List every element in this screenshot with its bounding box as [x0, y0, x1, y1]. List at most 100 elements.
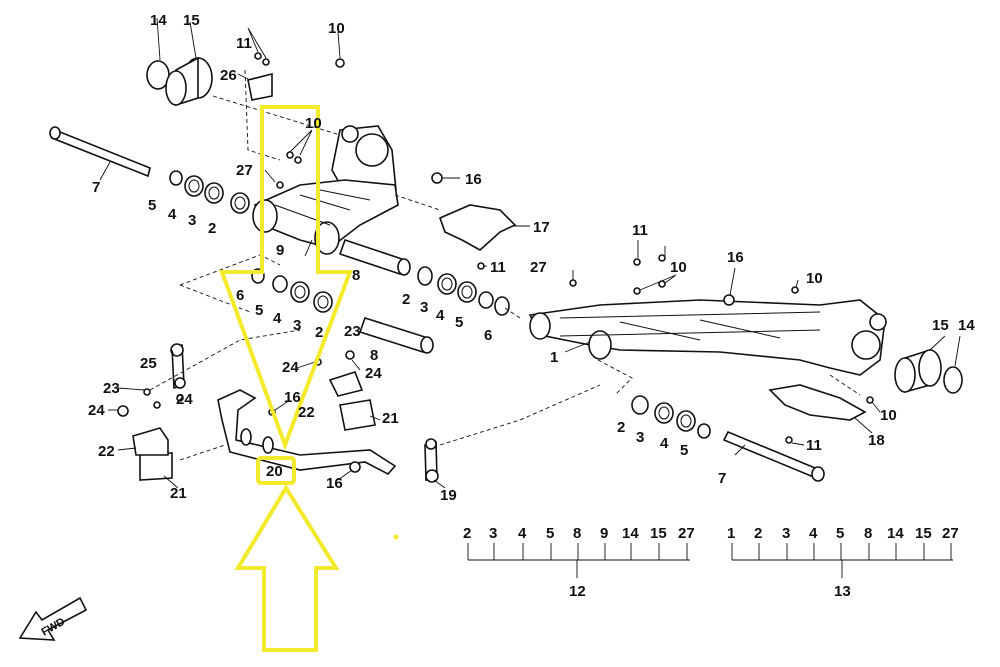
- label-3c: 3: [420, 299, 428, 316]
- label-15: 15: [183, 12, 200, 29]
- yellow-dot: [393, 534, 399, 540]
- label-15b: 15: [932, 317, 949, 334]
- label-10d: 10: [806, 270, 823, 287]
- label-24: 24: [176, 391, 193, 408]
- label-24c: 24: [282, 359, 299, 376]
- label-16d: 16: [326, 475, 343, 492]
- label-7b: 7: [718, 470, 726, 487]
- highlight-arrow-down: [219, 105, 353, 451]
- svg-text:8: 8: [573, 525, 581, 542]
- svg-text:27: 27: [942, 525, 959, 542]
- label-6: 6: [236, 287, 244, 304]
- label-9: 9: [276, 242, 284, 259]
- label-4: 4: [168, 206, 177, 223]
- bushings-8: [338, 238, 434, 354]
- svg-text:14: 14: [887, 525, 904, 542]
- label-10e: 10: [880, 407, 897, 424]
- label-10: 10: [328, 20, 345, 37]
- svg-text:8: 8: [864, 525, 872, 542]
- label-3d: 3: [636, 429, 644, 446]
- label-10c: 10: [670, 259, 687, 276]
- svg-text:5: 5: [836, 525, 844, 542]
- label-5b: 5: [255, 302, 263, 319]
- label-1: 1: [550, 349, 558, 366]
- svg-text:4: 4: [518, 525, 527, 542]
- svg-text:2: 2: [754, 525, 762, 542]
- label-27b: 27: [530, 259, 547, 276]
- label-21b: 21: [382, 410, 399, 427]
- svg-text:2: 2: [463, 525, 471, 542]
- label-4b: 4: [273, 310, 282, 327]
- label-22: 22: [98, 443, 115, 460]
- label-6b: 6: [484, 327, 492, 344]
- svg-text:14: 14: [622, 525, 639, 542]
- svg-text:5: 5: [546, 525, 554, 542]
- label-19: 19: [440, 487, 457, 504]
- svg-text:15: 15: [915, 525, 932, 542]
- callout-labels: 14 15 11 26 10 10 27 7 5 4 3 2 9 16 17 1…: [88, 12, 975, 504]
- label-20: 20: [266, 463, 283, 480]
- fwd-arrow-icon: FWD: [18, 596, 88, 641]
- bushing-stack-mid: [417, 266, 510, 316]
- label-13: 13: [834, 583, 851, 600]
- kit-bracket-12: [467, 543, 690, 578]
- label-11: 11: [236, 35, 252, 52]
- pivot-shaft-left: [49, 126, 151, 178]
- label-23: 23: [344, 323, 361, 340]
- label-11d: 11: [806, 437, 822, 454]
- bushing-stack-right: [631, 395, 711, 439]
- svg-text:1: 1: [727, 525, 735, 542]
- bearing-right: [894, 348, 963, 394]
- label-2: 2: [208, 220, 216, 237]
- label-18: 18: [868, 432, 885, 449]
- label-4d: 4: [660, 435, 669, 452]
- label-5d: 5: [680, 442, 688, 459]
- stabilizer-links: [170, 343, 439, 483]
- label-8: 8: [352, 267, 360, 284]
- bracket-26: [247, 72, 273, 101]
- bearing-top-left: [146, 56, 213, 107]
- label-14b: 14: [958, 317, 975, 334]
- assembly-lines: [149, 69, 861, 461]
- svg-text:15: 15: [650, 525, 667, 542]
- kit-12-items: 2 3 4 5 8 9 14 15 27 12: [463, 525, 695, 600]
- stabilizer-bar-20: [217, 389, 397, 476]
- svg-text:27: 27: [678, 525, 695, 542]
- label-21: 21: [170, 485, 187, 502]
- label-7: 7: [92, 179, 100, 196]
- guard-18: [768, 384, 867, 421]
- label-14: 14: [150, 12, 167, 29]
- label-3b: 3: [293, 317, 301, 334]
- label-16: 16: [465, 171, 482, 188]
- svg-text:3: 3: [489, 525, 497, 542]
- label-24b: 24: [88, 402, 105, 419]
- label-17: 17: [533, 219, 550, 236]
- label-3: 3: [188, 212, 196, 229]
- swing-arm-right: [528, 299, 887, 376]
- label-24d: 24: [365, 365, 382, 382]
- swing-arm-left: [252, 125, 399, 255]
- label-5c: 5: [455, 314, 463, 331]
- label-26: 26: [220, 67, 237, 84]
- leader-lines: [99, 17, 961, 489]
- label-12: 12: [569, 583, 586, 600]
- label-10b: 10: [305, 115, 322, 132]
- svg-text:3: 3: [782, 525, 790, 542]
- label-11b: 11: [490, 259, 506, 276]
- svg-text:4: 4: [809, 525, 818, 542]
- svg-text:9: 9: [600, 525, 608, 542]
- kit-13-items: 1 2 3 4 5 8 14 15 27 13: [727, 525, 959, 600]
- label-16b: 16: [727, 249, 744, 266]
- label-2b: 2: [315, 324, 323, 341]
- label-8b: 8: [370, 347, 378, 364]
- label-22b: 22: [298, 404, 315, 421]
- bolts: [117, 52, 874, 473]
- label-25: 25: [140, 355, 157, 372]
- label-4c: 4: [436, 307, 445, 324]
- pivot-shaft-right: [722, 430, 825, 482]
- label-23b: 23: [103, 380, 120, 397]
- label-2c: 2: [402, 291, 410, 308]
- label-2d: 2: [617, 419, 625, 436]
- bushing-stack-upper-left: [169, 170, 250, 214]
